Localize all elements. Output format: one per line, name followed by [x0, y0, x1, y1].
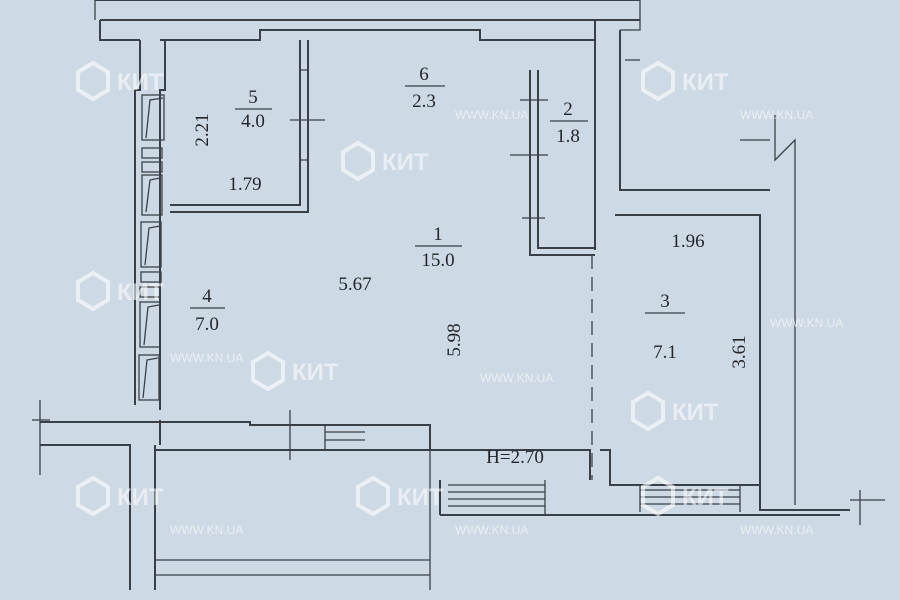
watermark-logo: КИТ	[641, 60, 729, 102]
watermark-hex-icon	[251, 350, 285, 392]
room-2-label: 21.8	[550, 99, 588, 147]
room-1-label: 115.0	[415, 224, 462, 271]
brick-pattern	[138, 94, 165, 401]
svg-text:7.0: 7.0	[195, 314, 219, 335]
watermark-url: WWW.KN.UA	[170, 351, 243, 365]
svg-text:4: 4	[202, 286, 212, 307]
watermark-logo: КИТ	[76, 475, 164, 517]
watermark-logo: КИТ	[341, 140, 429, 182]
svg-text:4.0: 4.0	[241, 111, 265, 132]
watermark-hex-icon	[631, 390, 665, 432]
watermark-url: WWW.KN.UA	[740, 523, 813, 537]
room-6-label: 62.3	[405, 64, 445, 112]
watermark-brand: КИТ	[382, 149, 429, 176]
dim-room1-width: 5.67	[338, 274, 371, 295]
watermark-brand: КИТ	[117, 279, 164, 306]
watermark-hex-icon	[641, 475, 675, 517]
ceiling-height: H=2.70	[486, 447, 544, 468]
svg-text:7.1: 7.1	[653, 342, 677, 363]
room-3-label: 37.1	[645, 291, 685, 363]
watermarks: КИТ КИТ КИТ КИТ КИТ КИТ КИТ КИТ КИТ WWW.KN.UA WWW.…	[76, 60, 843, 537]
dim-room5-width: 1.79	[228, 174, 261, 195]
watermark-brand: КИТ	[117, 69, 164, 96]
svg-text:2: 2	[563, 99, 573, 120]
watermark-brand: КИТ	[672, 399, 719, 426]
svg-text:6: 6	[419, 64, 429, 85]
watermark-hex-icon	[76, 270, 110, 312]
watermark-logo: КИТ	[631, 390, 719, 432]
svg-text:5: 5	[248, 87, 258, 108]
watermark-brand: КИТ	[397, 484, 444, 511]
watermark-brand: КИТ	[117, 484, 164, 511]
dim-room3-length: 3.61	[729, 335, 750, 368]
watermark-hex-icon	[641, 60, 675, 102]
dim-room1-length: 5.98	[444, 323, 465, 356]
watermark-hex-icon	[341, 140, 375, 182]
dim-room3-width: 1.96	[671, 231, 704, 252]
dimension-labels: 2.21 1.79 5.67 5.98 1.96 3.61 H=2.70	[192, 113, 750, 468]
watermark-hex-icon	[76, 475, 110, 517]
watermark-url: WWW.KN.UA	[740, 108, 813, 122]
watermark-logo: КИТ	[251, 350, 339, 392]
watermark-url: WWW.KN.UA	[455, 108, 528, 122]
svg-text:1: 1	[433, 224, 443, 245]
svg-text:1.8: 1.8	[556, 126, 580, 147]
room-labels: 115.0 21.8 37.1 47.0 54.0 62.3	[190, 64, 685, 363]
window-hatch	[448, 480, 741, 515]
watermark-hex-icon	[76, 60, 110, 102]
watermark-hex-icon	[356, 475, 390, 517]
watermark-brand: КИТ	[682, 484, 729, 511]
watermark-logo: КИТ	[356, 475, 444, 517]
watermark-brand: КИТ	[682, 69, 729, 96]
watermark-url: WWW.KN.UA	[770, 316, 843, 330]
watermark-url: WWW.KN.UA	[170, 523, 243, 537]
watermark-url: WWW.KN.UA	[480, 371, 553, 385]
watermark-brand: КИТ	[292, 359, 339, 386]
watermark-url: WWW.KN.UA	[455, 523, 528, 537]
dim-room5-height: 2.21	[192, 113, 213, 146]
room-4-label: 47.0	[190, 286, 225, 335]
walls	[32, 0, 885, 590]
svg-text:15.0: 15.0	[421, 250, 454, 271]
watermark-logo: КИТ	[641, 475, 729, 517]
svg-text:3: 3	[660, 291, 670, 312]
watermark-logo: КИТ	[76, 270, 164, 312]
room-5-label: 54.0	[235, 87, 272, 132]
svg-text:2.3: 2.3	[412, 91, 436, 112]
watermark-logo: КИТ	[76, 60, 164, 102]
